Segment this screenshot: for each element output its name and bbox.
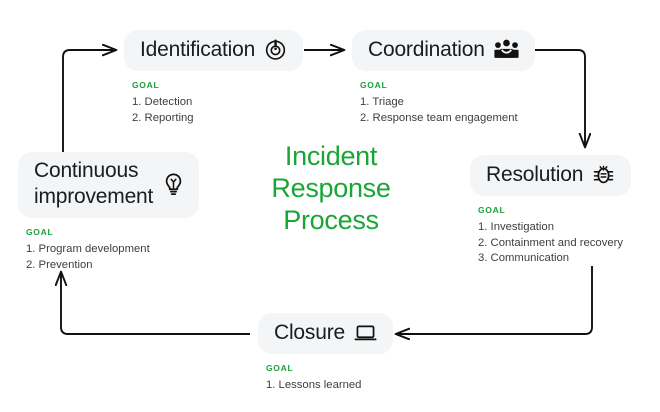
goal-item: 2. Response team engagement xyxy=(360,111,518,124)
node-continuous-improvement-title: Continuous improvement xyxy=(34,159,154,208)
goal-label: GOAL xyxy=(360,80,388,90)
node-coordination[interactable]: Coordination GOAL 1. Triage 2. Response … xyxy=(352,30,535,126)
goal-label: GOAL xyxy=(26,227,54,237)
node-resolution-goals: GOAL 1. Investigation 2. Containment and… xyxy=(470,205,631,267)
arrow-coordination-to-resolution xyxy=(530,49,585,147)
node-closure-pill[interactable]: Closure xyxy=(258,313,393,354)
node-identification-title: Identification xyxy=(140,38,256,61)
goal-item: 2. Reporting xyxy=(132,111,194,124)
diagram-center-title: Incident Response Process xyxy=(271,141,391,235)
node-closure-goals: GOAL 1. Lessons learned xyxy=(258,363,393,394)
goal-label: GOAL xyxy=(478,205,506,215)
goal-item: 1. Triage xyxy=(360,96,404,108)
goal-label: GOAL xyxy=(132,80,160,90)
node-coordination-goals: GOAL 1. Triage 2. Response team engageme… xyxy=(352,80,535,126)
goal-item: 1. Lessons learned xyxy=(266,379,362,391)
node-identification[interactable]: Identification GOAL 1. Detection 2. Repo… xyxy=(124,30,304,126)
node-coordination-title: Coordination xyxy=(368,38,485,61)
goal-item: 1. Investigation xyxy=(478,221,554,233)
arrow-resolution-to-closure xyxy=(396,266,593,334)
node-identification-goals: GOAL 1. Detection 2. Reporting xyxy=(124,80,303,126)
goal-item: 2. Containment and recovery xyxy=(478,236,624,249)
goal-item: 2. Prevention xyxy=(26,258,93,271)
node-closure[interactable]: Closure GOAL 1. Lessons learned xyxy=(258,313,393,394)
lightbulb-icon xyxy=(162,172,185,197)
node-continuous-improvement-goals: GOAL 1. Program development 2. Preventio… xyxy=(18,227,199,273)
node-continuous-improvement-pill[interactable]: Continuous improvement xyxy=(18,152,200,218)
goal-label: GOAL xyxy=(266,363,294,373)
node-resolution-title: Resolution xyxy=(486,163,584,186)
bug-icon xyxy=(592,163,615,186)
laptop-icon xyxy=(354,321,377,344)
node-coordination-pill[interactable]: Coordination xyxy=(352,30,535,71)
goal-item: 1. Detection xyxy=(132,96,193,108)
node-resolution-pill[interactable]: Resolution xyxy=(470,155,632,196)
goal-item: 1. Program development xyxy=(26,243,150,255)
arrow-continuous-to-identification xyxy=(62,50,116,160)
node-identification-pill[interactable]: Identification xyxy=(124,30,304,71)
node-closure-title: Closure xyxy=(274,321,345,344)
node-continuous-improvement[interactable]: Continuous improvement GOAL 1. Program d… xyxy=(18,152,200,273)
node-resolution[interactable]: Resolution GOAL 1. Investigation 2. Cont… xyxy=(470,155,632,267)
people-group-icon xyxy=(494,38,519,61)
goal-item: 3. Communication xyxy=(478,252,570,264)
power-alert-icon xyxy=(264,38,287,61)
arrow-closure-to-continuous xyxy=(61,272,250,335)
